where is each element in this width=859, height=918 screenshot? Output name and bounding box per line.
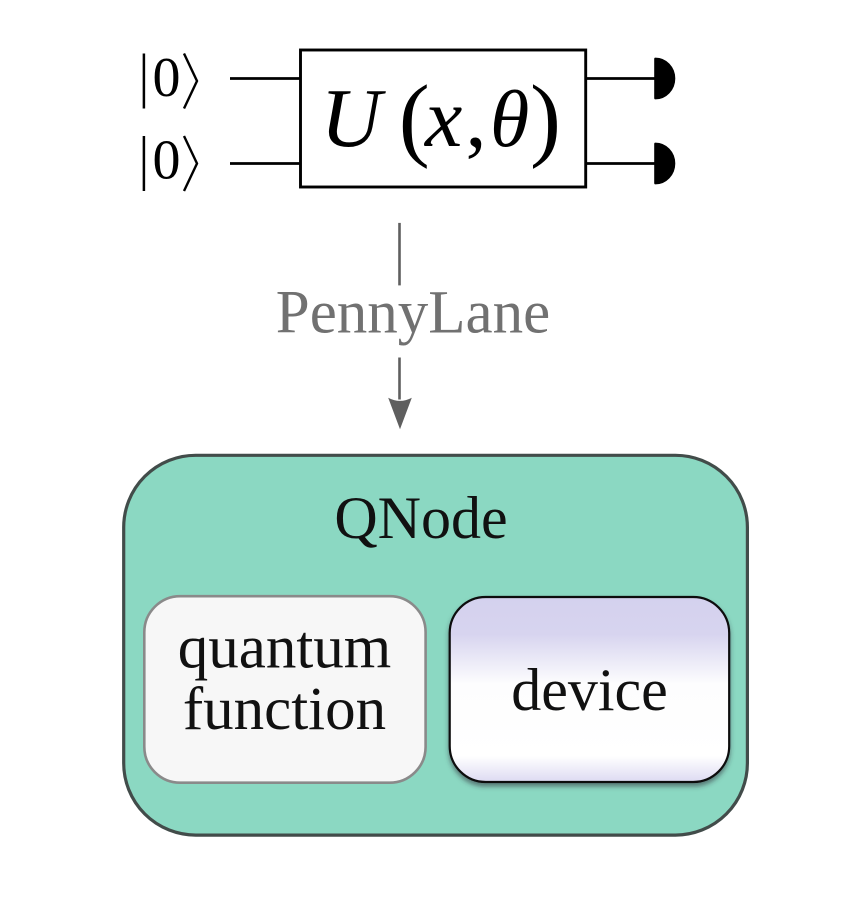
gate-box xyxy=(299,48,588,189)
gate-label-close-paren: ) xyxy=(530,67,561,170)
ket-label-2: 0 xyxy=(142,130,199,192)
quantum-function-rect xyxy=(143,594,427,785)
measurement-detector-icon-2 xyxy=(654,142,676,185)
quantum-function-box: quantum function xyxy=(143,594,427,785)
ket-digit: 0 xyxy=(153,47,181,109)
gate-label-arg: x xyxy=(423,72,462,165)
pennylane-label: PennyLane xyxy=(276,280,550,347)
device-label: device xyxy=(511,657,668,723)
qnode-group: QNode quantum function device xyxy=(122,453,750,837)
gate-label-name: U xyxy=(321,72,387,165)
measurement-detector-icon-1 xyxy=(654,57,676,100)
quantum-function-label-line2: function xyxy=(183,676,386,743)
pennylane-arrow: PennyLane xyxy=(276,222,550,430)
ket-angle-bracket-icon xyxy=(182,135,199,192)
qnode-title: QNode xyxy=(334,485,507,551)
arrow-head-icon xyxy=(388,397,412,430)
quantum-circuit: 0 0 U ( x , θ ) xyxy=(142,47,676,192)
gate-label-open-paren: ( xyxy=(399,67,430,170)
gate-label-param: θ xyxy=(490,76,529,164)
device-box: device xyxy=(448,595,731,784)
gate-label: U ( x , θ ) xyxy=(321,67,561,170)
qubit-row-2: 0 xyxy=(142,130,676,192)
ket-angle-bracket-icon xyxy=(182,52,199,110)
ket-label-1: 0 xyxy=(142,47,199,110)
device-rect xyxy=(448,595,731,784)
qubit-row-1: 0 xyxy=(142,47,676,110)
gate-label-comma: , xyxy=(466,72,487,165)
ket-digit: 0 xyxy=(153,130,181,192)
quantum-function-label-line1: quantum xyxy=(178,615,391,682)
